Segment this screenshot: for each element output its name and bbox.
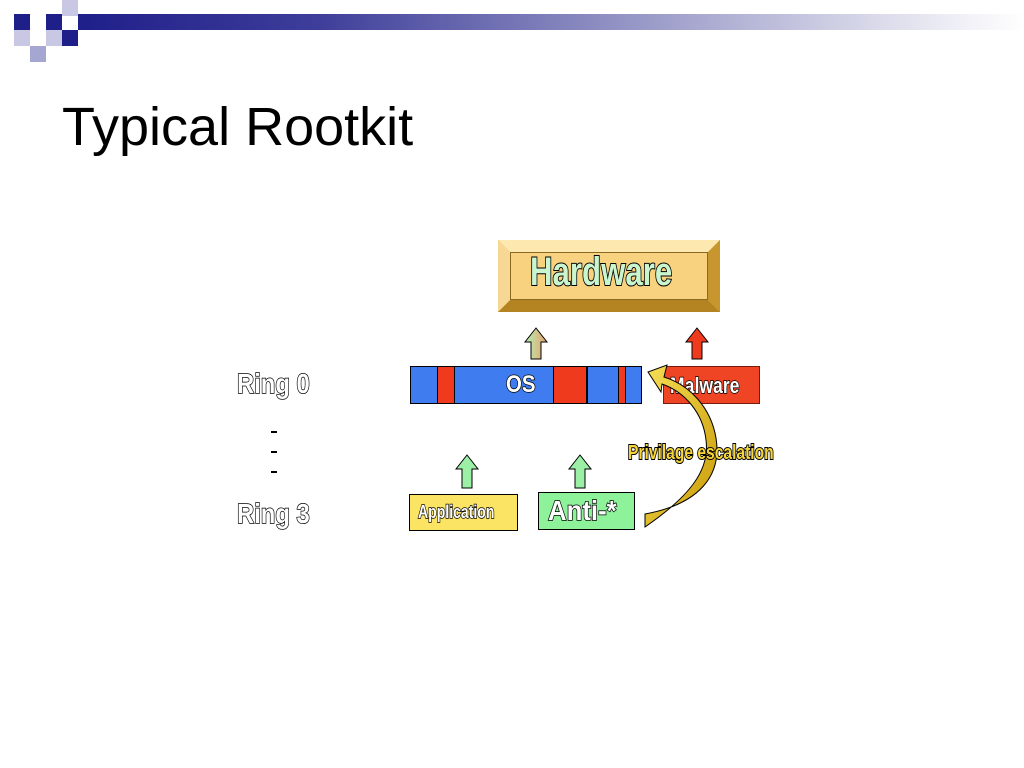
arrow-os-to-hardware <box>523 327 549 360</box>
ring0-label: Ring 0 <box>236 368 310 399</box>
application-label: Application <box>417 502 495 522</box>
ring-dash <box>271 471 277 473</box>
deco-square <box>30 14 46 30</box>
deco-square <box>14 30 30 46</box>
deco-square <box>30 46 46 62</box>
arrow-application-to-os <box>454 454 480 489</box>
deco-square <box>46 14 62 30</box>
anti-box <box>538 492 635 530</box>
deco-square <box>62 30 78 46</box>
deco-square <box>62 0 78 16</box>
os-bar <box>410 366 642 404</box>
top-decoration <box>0 0 1024 70</box>
ring-dash <box>271 451 277 453</box>
arrow-anti-to-os <box>567 454 593 489</box>
os-label: OS <box>505 371 536 398</box>
deco-square <box>46 30 62 46</box>
privilege-escalation-arrow <box>644 364 718 528</box>
deco-square <box>14 14 30 30</box>
privilege-escalation-label: Privilage escalation <box>627 442 774 464</box>
application-box <box>409 494 518 531</box>
arrow-malware-to-hardware <box>684 327 710 360</box>
ring-dash <box>271 431 277 433</box>
anti-label: Anti-* <box>547 495 617 526</box>
hardware-box <box>498 240 720 312</box>
ring3-label: Ring 3 <box>236 498 310 529</box>
hardware-label: Hardware <box>529 250 673 294</box>
slide-title: Typical Rootkit <box>62 97 414 157</box>
top-gradient-bar <box>78 14 1024 30</box>
